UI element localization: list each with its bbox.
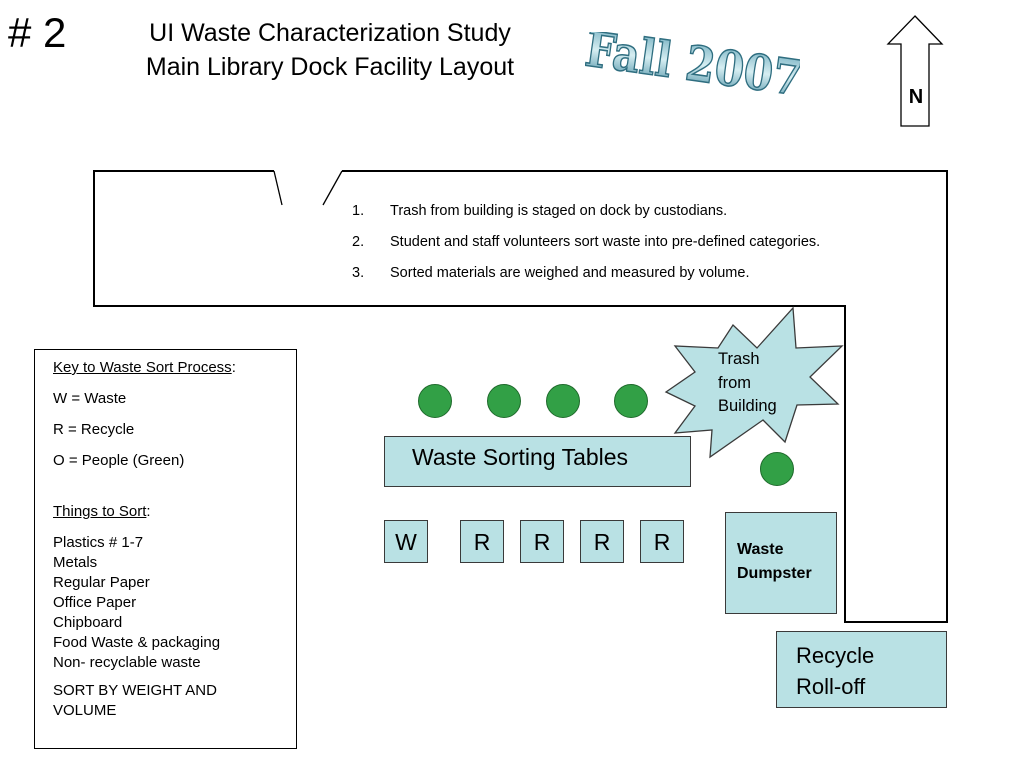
step-item: 2. Student and staff volunteers sort was… bbox=[352, 234, 932, 265]
thing-item: Plastics # 1-7 bbox=[53, 534, 144, 551]
person-circle bbox=[614, 384, 648, 418]
dumpster-label-line: Dumpster bbox=[737, 565, 812, 582]
things-heading: Things to Sort bbox=[53, 503, 147, 520]
process-steps: 1. Trash from building is staged on dock… bbox=[352, 203, 932, 296]
waste-sorting-tables: Waste Sorting Tables bbox=[384, 436, 691, 487]
bin-waste: W bbox=[384, 520, 428, 563]
title-line-2: Main Library Dock Facility Layout bbox=[145, 53, 515, 81]
step-number: 2. bbox=[352, 234, 365, 250]
trash-source-line: Trash bbox=[718, 350, 760, 368]
bin-label: R bbox=[533, 529, 551, 555]
person-circle bbox=[546, 384, 580, 418]
person-circle bbox=[760, 452, 794, 486]
thing-item: Food Waste & packaging bbox=[53, 634, 221, 651]
trash-source-starburst-icon bbox=[664, 306, 844, 459]
key-heading-colon: : bbox=[231, 359, 236, 376]
step-number: 1. bbox=[352, 203, 365, 219]
bin-recycle: R bbox=[580, 520, 624, 563]
bin-label: R bbox=[593, 529, 611, 555]
sorting-tables-label: Waste Sorting Tables bbox=[412, 444, 629, 470]
recycle-roll-off: Recycle Roll-off bbox=[776, 631, 947, 708]
step-item: 3. Sorted materials are weighed and meas… bbox=[352, 265, 932, 296]
thing-item: Metals bbox=[53, 554, 98, 571]
north-label: N bbox=[908, 86, 924, 108]
slide-number: # 2 bbox=[8, 9, 67, 56]
step-item: 1. Trash from building is staged on dock… bbox=[352, 203, 932, 234]
key-footer: SORT BY WEIGHT AND VOLUME bbox=[53, 682, 217, 719]
bin-label: R bbox=[653, 529, 671, 555]
thing-item: Non- recyclable waste bbox=[53, 654, 201, 671]
key-entry: R = Recycle bbox=[53, 421, 135, 438]
things-list: Plastics # 1-7 Metals Regular Paper Offi… bbox=[53, 533, 296, 673]
north-arrow-icon bbox=[886, 15, 944, 127]
bin-recycle: R bbox=[520, 520, 564, 563]
trash-source-line: Building bbox=[718, 397, 777, 415]
dumpster-label-line: Waste bbox=[737, 541, 784, 558]
trash-source-line: from bbox=[718, 373, 751, 392]
thing-item: Regular Paper bbox=[53, 574, 150, 591]
person-circle bbox=[487, 384, 521, 418]
bin-recycle: R bbox=[640, 520, 684, 563]
person-circle bbox=[418, 384, 452, 418]
trash-source-label: Trash from Building bbox=[718, 348, 777, 419]
bin-label: R bbox=[473, 529, 491, 555]
season-wordart: Fall 2007 bbox=[585, 32, 800, 108]
key-box: Key to Waste Sort Process: W = Waste R =… bbox=[34, 349, 297, 749]
things-heading-colon: : bbox=[146, 503, 151, 520]
page-title: UI Waste Characterization Study Main Lib… bbox=[105, 16, 555, 84]
title-line-1: UI Waste Characterization Study bbox=[149, 19, 511, 47]
step-text: Student and staff volunteers sort waste … bbox=[390, 234, 821, 250]
step-text: Sorted materials are weighed and measure… bbox=[390, 265, 750, 281]
key-entry: O = People (Green) bbox=[53, 452, 185, 469]
things-heading-row: Things to Sort: bbox=[53, 502, 296, 533]
key-heading: Key to Waste Sort Process bbox=[53, 359, 232, 376]
recycle-label-line: Roll-off bbox=[796, 674, 866, 699]
recycle-label-line: Recycle bbox=[796, 643, 875, 668]
key-heading-row: Key to Waste Sort Process: bbox=[53, 358, 296, 389]
thing-item: Chipboard bbox=[53, 614, 123, 631]
thing-item: Office Paper bbox=[53, 594, 137, 611]
step-text: Trash from building is staged on dock by… bbox=[390, 203, 728, 219]
key-entry: W = Waste bbox=[53, 390, 127, 407]
step-number: 3. bbox=[352, 265, 365, 281]
bin-recycle: R bbox=[460, 520, 504, 563]
waste-dumpster: Waste Dumpster bbox=[725, 512, 837, 614]
bin-label: W bbox=[395, 529, 417, 555]
